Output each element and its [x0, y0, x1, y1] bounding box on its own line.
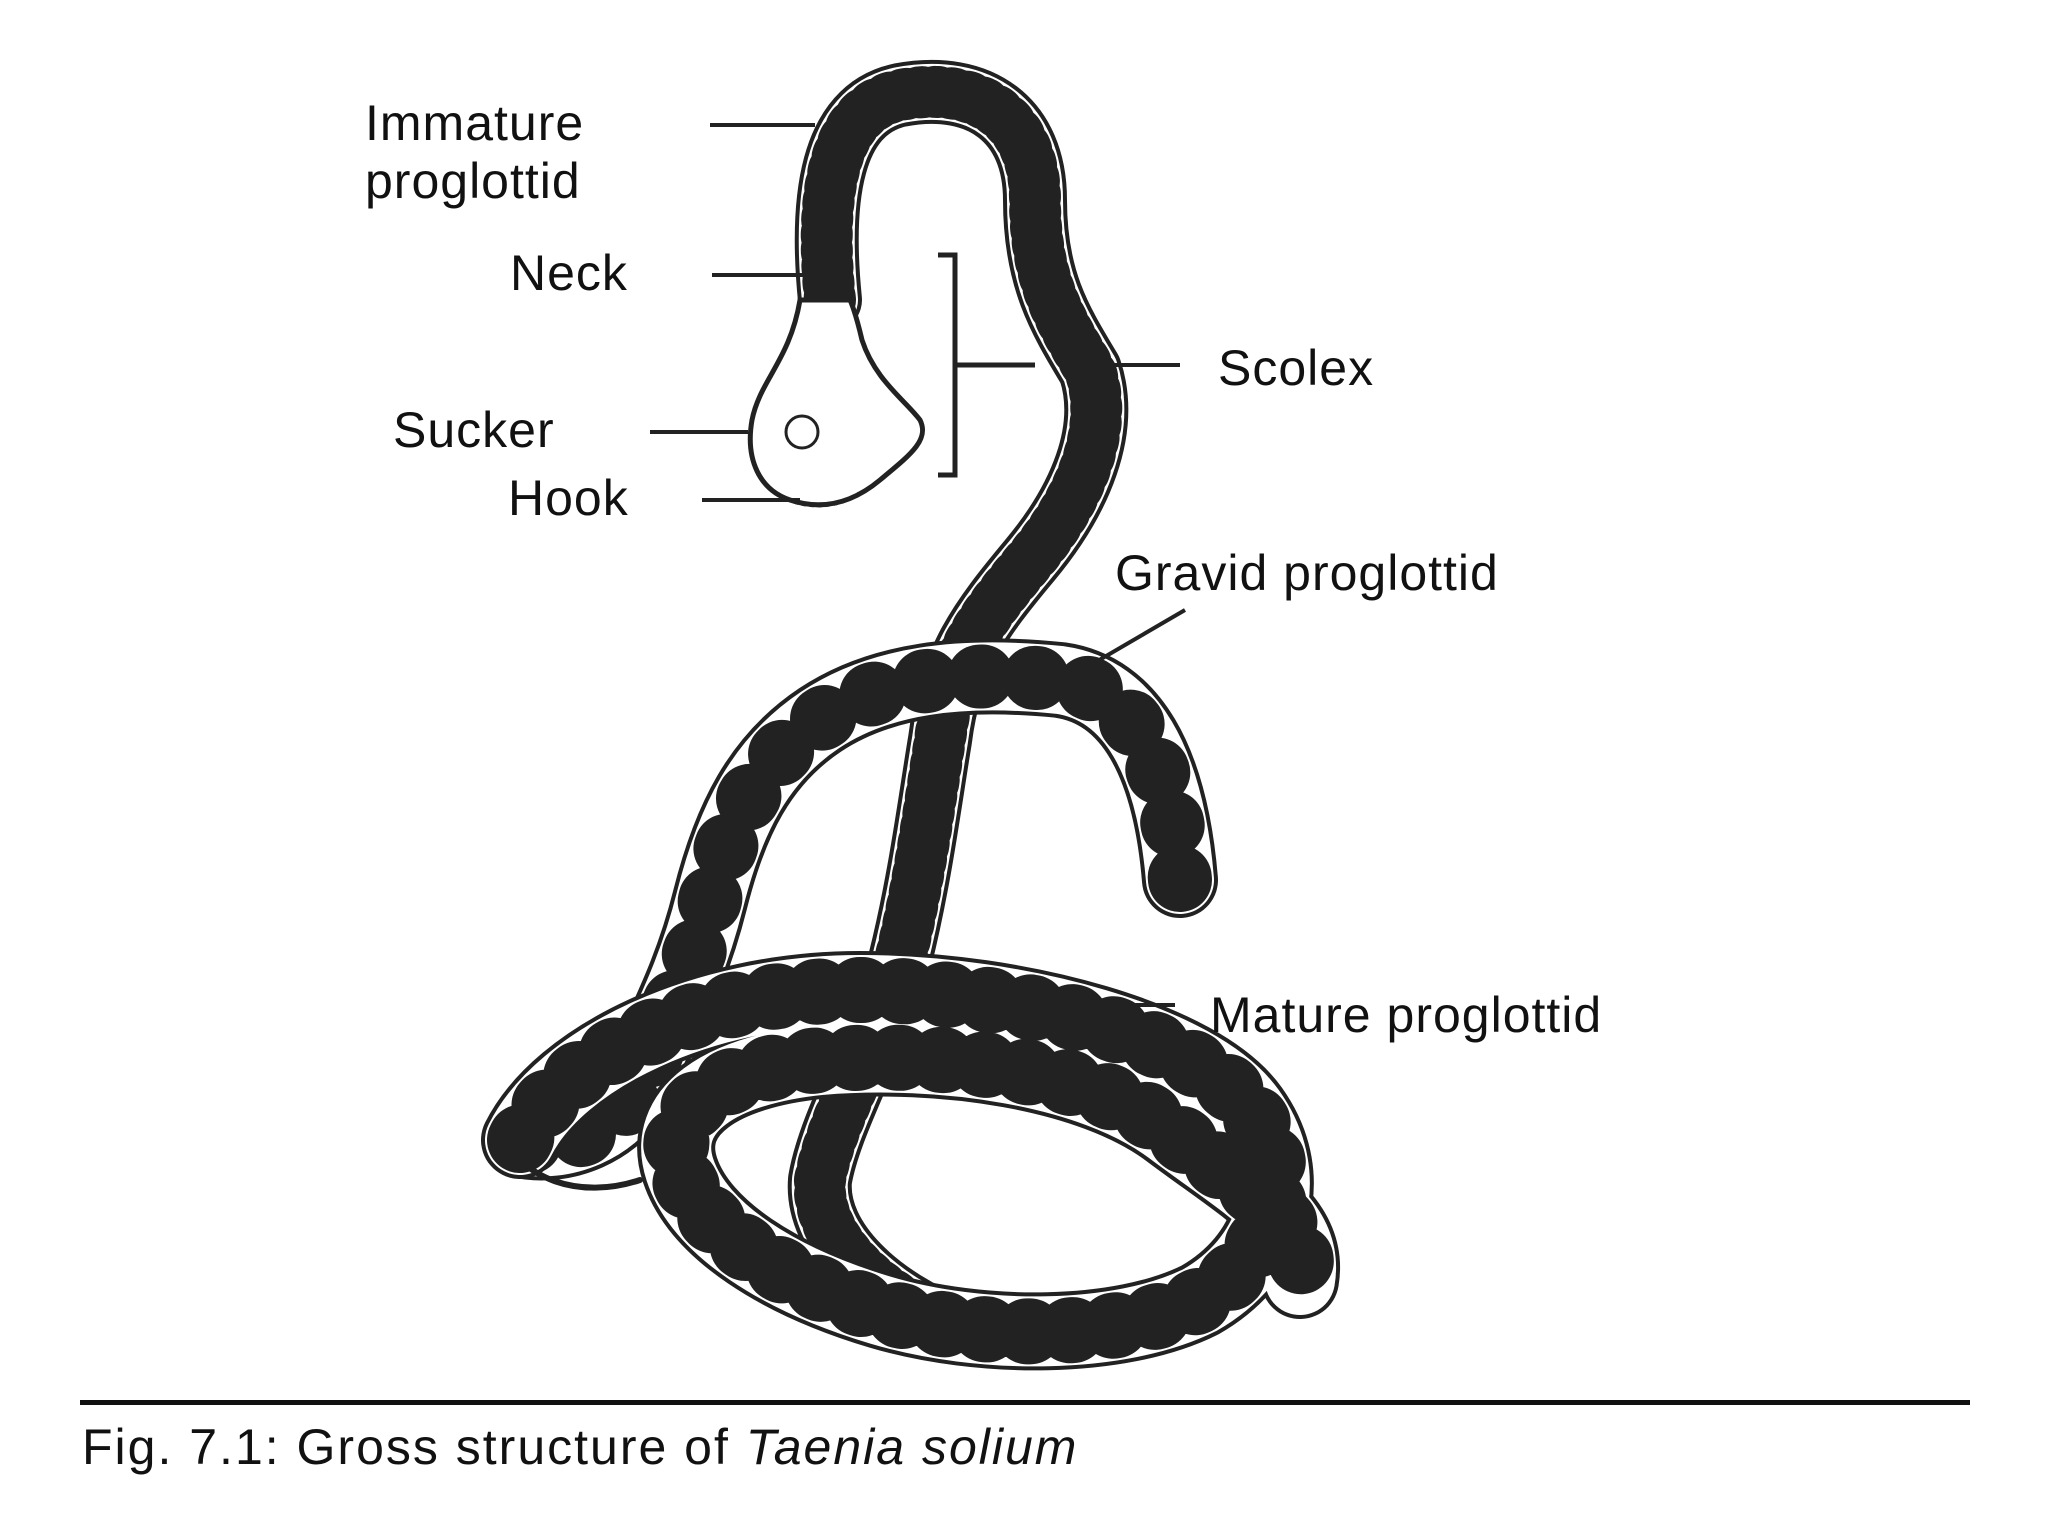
label-gravid-proglottid: Gravid proglottid — [1115, 545, 1499, 601]
leader-lines — [650, 123, 1187, 1007]
caption-divider — [80, 1400, 1970, 1405]
scolex-head — [747, 297, 926, 508]
label-hook: Hook — [508, 470, 629, 526]
tapeworm-body — [481, 59, 1341, 1371]
label-sucker: Sucker — [393, 402, 555, 458]
scolex-bracket — [938, 252, 1035, 478]
label-scolex: Scolex — [1218, 340, 1374, 396]
label-neck: Neck — [510, 245, 628, 301]
label-immature-proglottid-1: Immature — [365, 95, 584, 151]
caption-prefix: Fig. 7.1: Gross structure of — [82, 1419, 746, 1475]
label-immature-proglottid-2: proglottid — [365, 153, 581, 209]
label-mature-proglottid: Mature proglottid — [1210, 987, 1602, 1043]
caption-species: Taenia solium — [745, 1419, 1079, 1475]
figure-caption: Fig. 7.1: Gross structure of Taenia soli… — [82, 1418, 1078, 1476]
sucker-circle — [784, 414, 820, 450]
